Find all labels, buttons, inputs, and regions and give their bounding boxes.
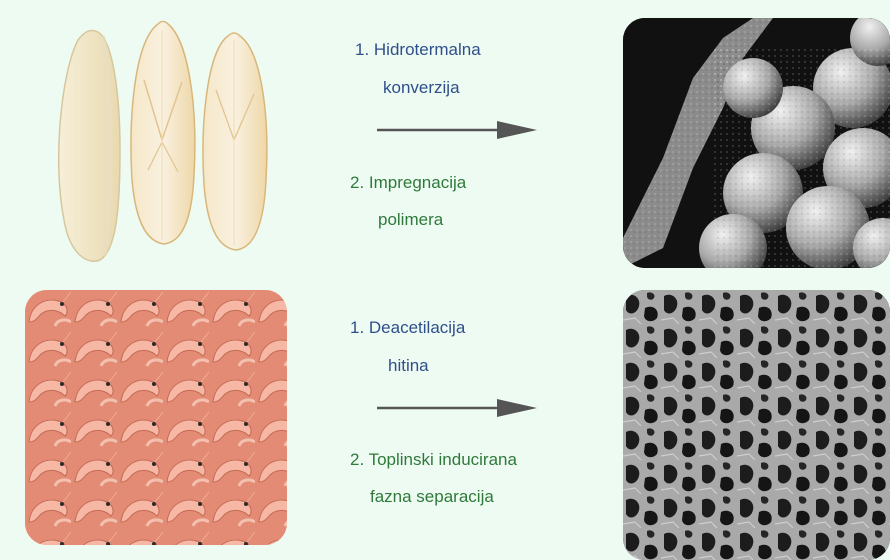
- row2-step1-line1: 1. Deacetilacija: [350, 318, 465, 338]
- row1-step1-line2: konverzija: [383, 78, 460, 98]
- row2-step2-line2: fazna separacija: [370, 487, 494, 507]
- row1-step1-line1: 1. Hidrotermalna: [355, 40, 481, 60]
- cuttlebone-image: [40, 10, 280, 270]
- sem-porous-image: [623, 290, 890, 560]
- row1-step2-line1: 2. Impregnacija: [350, 173, 466, 193]
- cuttlebone-illustration: [40, 10, 280, 270]
- sem-porous-scaffold: [623, 290, 890, 560]
- sem-spheres-image: [623, 18, 890, 268]
- sem-spherical-particles: [623, 18, 890, 268]
- row1-arrow: [375, 118, 545, 142]
- row2-arrow: [375, 396, 545, 420]
- row2-step1-line2: hitina: [388, 356, 429, 376]
- row2-step2-line1: 2. Toplinski inducirana: [350, 450, 517, 470]
- row1-step2-line2: polimera: [378, 210, 443, 230]
- shrimp-pile-illustration: [25, 290, 287, 545]
- shrimp-image: [25, 290, 287, 545]
